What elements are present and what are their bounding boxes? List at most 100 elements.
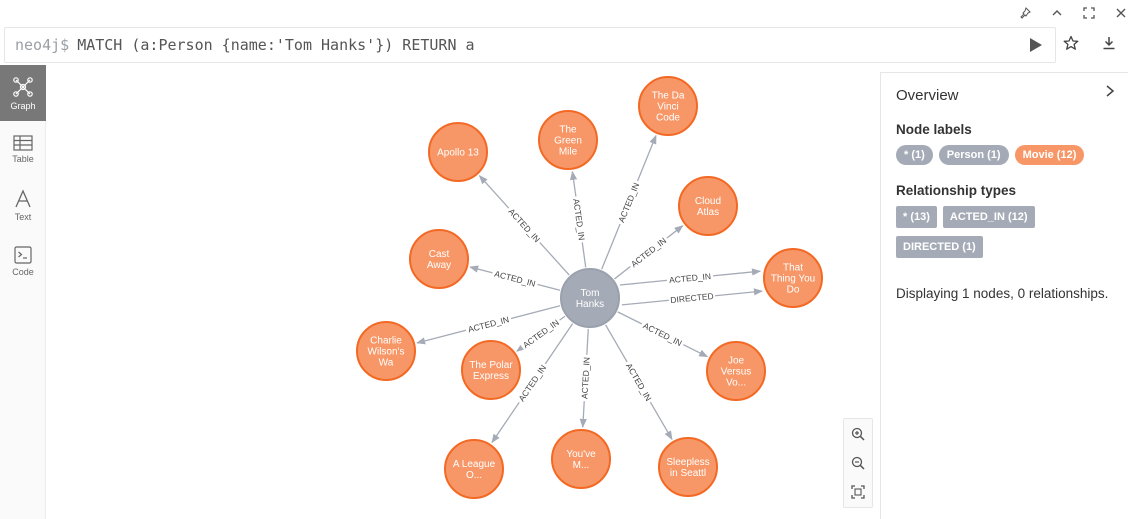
run-button[interactable]: [1023, 32, 1049, 58]
zoom-out-button[interactable]: [848, 453, 868, 473]
node-circle[interactable]: [428, 122, 488, 182]
node-label-pill[interactable]: Movie (12): [1014, 145, 1085, 165]
node-circle[interactable]: [560, 268, 620, 328]
relationship-label: ACTED_IN: [629, 235, 668, 269]
relationship-label-bg: [626, 233, 670, 271]
relationship-edge[interactable]: ACTED_IN: [619, 268, 762, 286]
node-circle[interactable]: [356, 321, 416, 381]
table-icon: [13, 134, 33, 151]
relationship-edge[interactable]: ACTED_IN: [614, 225, 684, 280]
relationship-label: ACTED_IN: [493, 269, 536, 289]
sidebar-item-text[interactable]: Text: [0, 177, 46, 233]
relationship-edge[interactable]: ACTED_IN: [478, 175, 570, 276]
star-icon: [1063, 35, 1079, 50]
zoom-in-button[interactable]: [848, 424, 868, 444]
relationship-label: ACTED_IN: [521, 317, 561, 350]
relationship-label-bg: [464, 312, 513, 336]
relationship-label: ACTED_IN: [571, 198, 587, 241]
node-circle[interactable]: [444, 439, 504, 499]
node-labels-heading: Node labels: [896, 122, 972, 137]
relationship-edge[interactable]: DIRECTED: [621, 288, 764, 306]
view-sidebar: Graph Table Text Code: [0, 65, 46, 519]
window-controls: [1016, 4, 1130, 22]
node-circle[interactable]: [538, 110, 598, 170]
relationship-label: DIRECTED: [670, 291, 714, 305]
node-circle[interactable]: [763, 248, 823, 308]
sidebar-item-label: Graph: [10, 100, 36, 111]
query-editor[interactable]: neo4j$ MATCH (a:Person {name:'Tom Hanks'…: [4, 27, 1056, 63]
download-button[interactable]: [1098, 30, 1120, 56]
relationship-label-bg: [514, 360, 550, 406]
sidebar-item-label: Code: [12, 266, 34, 277]
relationship-edge[interactable]: ACTED_IN: [578, 328, 592, 428]
node-label-pill[interactable]: * (1): [896, 145, 933, 165]
collapse-panel-button[interactable]: [1102, 83, 1118, 99]
expand-icon[interactable]: [1080, 4, 1098, 22]
relationship-type-list: * (13)ACTED_IN (12) DIRECTED (1): [896, 206, 1086, 258]
relationship-type-tag[interactable]: * (13): [896, 206, 937, 228]
node-circle[interactable]: [461, 340, 521, 400]
favorite-button[interactable]: [1060, 30, 1082, 56]
pin-icon[interactable]: [1016, 4, 1034, 22]
result-summary: Displaying 1 nodes, 0 relationships.: [896, 286, 1109, 301]
node-label-pill[interactable]: Person (1): [938, 145, 1009, 165]
fit-screen-icon: [851, 485, 865, 499]
relationship-type-tag[interactable]: DIRECTED (1): [896, 236, 983, 258]
relationship-label: ACTED_IN: [669, 271, 712, 285]
relationship-edge[interactable]: ACTED_IN: [604, 324, 673, 441]
node-circle[interactable]: [638, 76, 698, 136]
fit-to-screen-button[interactable]: [848, 482, 868, 502]
relationship-label: ACTED_IN: [507, 206, 543, 244]
zoom-out-icon: [851, 456, 865, 470]
node-circle[interactable]: [551, 429, 611, 489]
sidebar-item-code[interactable]: Code: [0, 233, 46, 289]
relationship-label: ACTED_IN: [642, 320, 684, 348]
relationship-edge[interactable]: ACTED_IN: [469, 265, 561, 291]
sidebar-item-table[interactable]: Table: [0, 121, 46, 177]
node-label-list: * (1)Person (1)Movie (12): [896, 145, 1113, 165]
relationship-label-bg: [668, 289, 716, 306]
overview-panel: Overview Node labels * (1)Person (1)Movi…: [880, 72, 1128, 519]
editor-actions: [1060, 30, 1120, 56]
relationship-edge[interactable]: ACTED_IN: [617, 311, 709, 358]
zoom-in-icon: [851, 427, 865, 441]
relationship-label-bg: [491, 267, 539, 290]
relationship-label-bg: [614, 178, 643, 226]
relationship-label-bg: [518, 315, 563, 352]
query-input[interactable]: MATCH (a:Person {name:'Tom Hanks'}) RETU…: [77, 36, 475, 54]
sidebar-item-graph[interactable]: Graph: [0, 65, 46, 121]
close-icon[interactable]: [1112, 4, 1130, 22]
node-circle[interactable]: [678, 176, 738, 236]
relationship-edge[interactable]: ACTED_IN: [569, 170, 589, 268]
relationship-type-tag[interactable]: ACTED_IN (12): [942, 206, 1035, 228]
sidebar-item-label: Table: [12, 153, 34, 164]
relationship-label-bg: [666, 269, 714, 286]
node-circle[interactable]: [658, 437, 718, 497]
movie-node[interactable]: Apollo 13: [428, 122, 488, 182]
relationship-label-bg: [639, 318, 686, 350]
chevron-up-icon[interactable]: [1048, 4, 1066, 22]
node-circle[interactable]: [409, 229, 469, 289]
node-circle[interactable]: [706, 341, 766, 401]
